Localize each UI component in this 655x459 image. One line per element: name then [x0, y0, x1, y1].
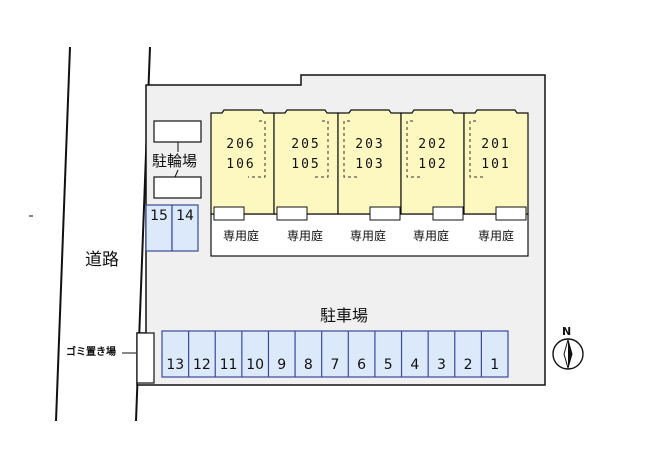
- room-lower: 102: [418, 157, 448, 172]
- room-upper: 205: [291, 137, 321, 152]
- parking-space-label: 1: [490, 357, 500, 373]
- entrance-box: [495, 206, 527, 221]
- stair-line: [469, 120, 486, 178]
- room-upper: 203: [355, 137, 385, 152]
- private-yard-label: 専用庭: [286, 229, 323, 243]
- bicycle-parking-label: 駐輪場: [152, 152, 198, 170]
- parking-space-label: 8: [303, 357, 313, 373]
- bike-space-label: 14: [176, 208, 194, 224]
- entrance-box: [276, 206, 308, 221]
- bike-space-label: 15: [150, 208, 168, 224]
- parking-space-label: 4: [410, 357, 420, 373]
- entrance-box: [369, 206, 401, 221]
- parking-space-label: 11: [219, 357, 238, 373]
- private-yards: [210, 213, 529, 257]
- bike-rack-top: [153, 120, 202, 143]
- private-yard-label: 専用庭: [412, 229, 449, 243]
- parking-label: 駐車場: [320, 306, 369, 325]
- parking-space-label: 6: [357, 357, 367, 373]
- room-lower: 105: [291, 157, 321, 172]
- garbage-label: ゴミ置き場: [66, 347, 116, 358]
- entrance-box: [432, 206, 464, 221]
- building: [210, 109, 529, 221]
- parking-space-label: 9: [277, 357, 287, 373]
- road-edge-left: [55, 46, 71, 422]
- north-label: N: [562, 325, 572, 338]
- bike-space: [171, 204, 199, 252]
- parking-space-label: 12: [193, 357, 211, 373]
- bike-rack-connector: [174, 169, 179, 178]
- room-lower: 106: [226, 157, 256, 172]
- parking-space-label: 13: [166, 357, 185, 373]
- parking-space-label: 7: [330, 357, 340, 373]
- parking-space-label: 10: [246, 357, 265, 373]
- parking-space-label: 5: [383, 357, 393, 373]
- unit-outline: [463, 109, 529, 215]
- parking-space-label: 2: [463, 357, 473, 373]
- entrance-box: [213, 206, 245, 221]
- garbage-area: [136, 332, 155, 384]
- room-upper: 202: [418, 137, 448, 152]
- stair-line: [406, 120, 423, 178]
- room-lower: 101: [481, 157, 511, 172]
- room-upper: 206: [226, 137, 256, 152]
- private-yard-label: 専用庭: [477, 229, 514, 243]
- stair-line: [248, 120, 266, 178]
- room-lower: 103: [355, 157, 385, 172]
- stair-line: [312, 120, 329, 178]
- room-upper: 201: [481, 137, 511, 152]
- parking-row: [161, 330, 509, 378]
- private-yard-label: 専用庭: [222, 229, 259, 243]
- stair-line: [343, 120, 360, 178]
- north-arrow-icon: N: [548, 326, 588, 374]
- bike-rack-bottom: [153, 176, 202, 199]
- road-label: 道路: [85, 250, 119, 270]
- parking-space-label: 3: [436, 357, 446, 373]
- private-yard-label: 専用庭: [349, 229, 386, 243]
- parking-row-outline: [161, 330, 509, 378]
